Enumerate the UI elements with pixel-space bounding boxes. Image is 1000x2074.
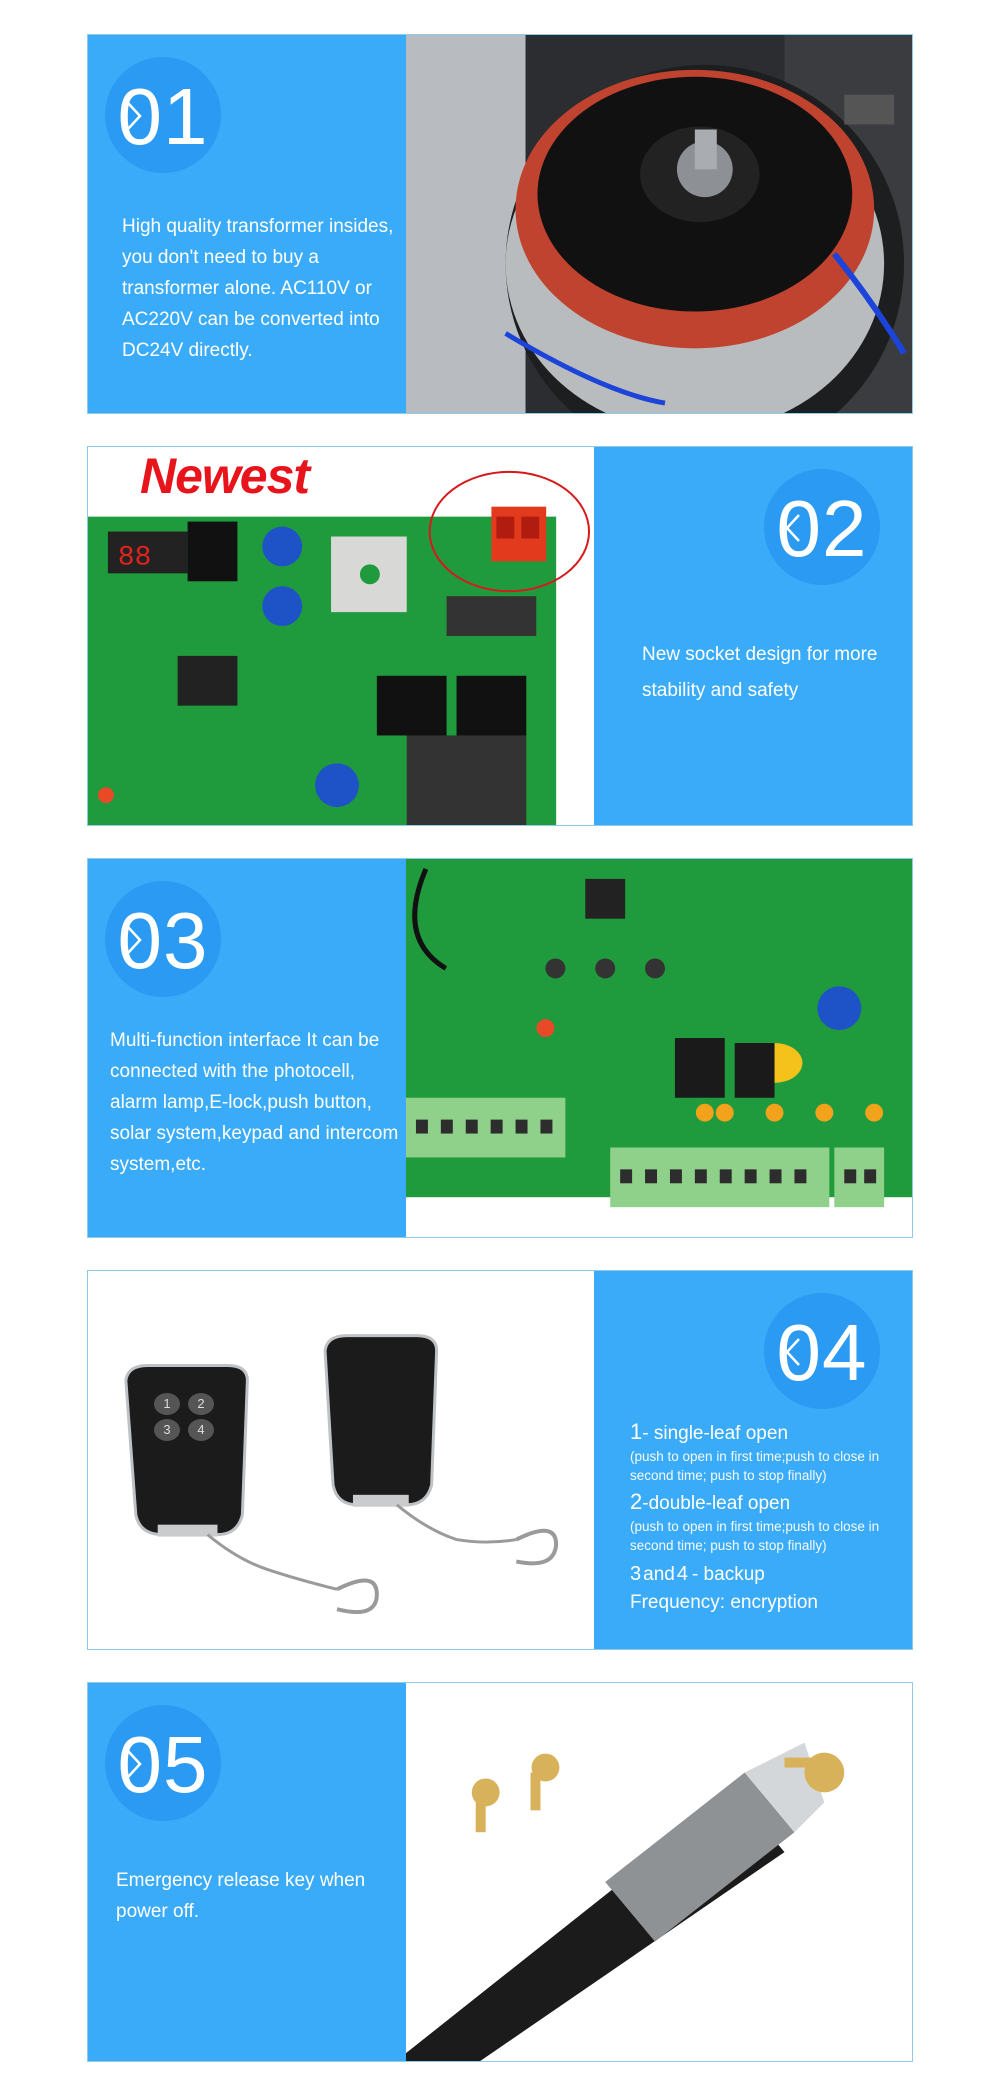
release-key-image bbox=[406, 1683, 912, 2061]
section-number: 03 bbox=[117, 896, 209, 985]
mode-item-note: (push to open in first time;push to clos… bbox=[630, 1449, 880, 1483]
section-number: 01 bbox=[117, 72, 209, 161]
control-board-image: 88 Newest bbox=[88, 447, 594, 825]
feature-description: Emergency release key when power off. bbox=[116, 1870, 366, 1922]
chevron-right-icon bbox=[127, 1750, 142, 1778]
feature-card-05: 05 Emergency release key when power off. bbox=[87, 1682, 913, 2062]
chevron-left-icon bbox=[785, 514, 800, 542]
remote-button: 1 bbox=[154, 1393, 180, 1415]
number-badge-04: 04 bbox=[764, 1293, 880, 1409]
chevron-right-icon bbox=[127, 102, 142, 130]
frequency-text: Frequency: encryption bbox=[630, 1592, 818, 1613]
feature-card-04: 1 2 3 4 04 1- single-leaf open (push to … bbox=[87, 1270, 913, 1650]
feature-panel-01: 01 High quality transformer insides, you… bbox=[88, 35, 406, 413]
feature-card-02: 88 Newest 02 New socket design for more … bbox=[87, 446, 913, 826]
mode-list: 1- single-leaf open (push to open in fir… bbox=[630, 1419, 900, 1616]
mode-item-note: (push to open in first time;push to clos… bbox=[630, 1519, 880, 1553]
feature-description: New socket design for more stability and… bbox=[642, 644, 878, 701]
number-badge-02: 02 bbox=[764, 469, 880, 585]
feature-panel-05: 05 Emergency release key when power off. bbox=[88, 1683, 406, 2061]
feature-panel-03: 03 Multi-function interface It can be co… bbox=[88, 859, 406, 1237]
number-badge-05: 05 bbox=[105, 1705, 221, 1821]
feature-description: Multi-function interface It can be conne… bbox=[110, 1030, 399, 1175]
section-number: 02 bbox=[776, 484, 868, 573]
feature-panel-02: 02 New socket design for more stability … bbox=[594, 447, 912, 825]
mode-item-single-leaf: 1- single-leaf open bbox=[630, 1419, 789, 1444]
mode-item-double-leaf: 2-double-leaf open bbox=[630, 1489, 791, 1514]
feature-card-03: 03 Multi-function interface It can be co… bbox=[87, 858, 913, 1238]
number-badge-01: 01 bbox=[105, 57, 221, 173]
svg-text:88: 88 bbox=[118, 542, 151, 573]
interface-board-image bbox=[406, 859, 912, 1237]
remote-button: 4 bbox=[188, 1419, 214, 1441]
section-number: 04 bbox=[776, 1308, 868, 1397]
transformer-image bbox=[406, 35, 912, 413]
remote-controls-image: 1 2 3 4 bbox=[88, 1271, 594, 1649]
chevron-right-icon bbox=[127, 926, 142, 954]
section-number: 05 bbox=[117, 1720, 209, 1809]
feature-description: High quality transformer insides, you do… bbox=[122, 216, 394, 361]
chevron-left-icon bbox=[785, 1338, 800, 1366]
remote-button: 3 bbox=[154, 1419, 180, 1441]
feature-card-01: 01 High quality transformer insides, you… bbox=[87, 34, 913, 414]
feature-panel-04: 04 1- single-leaf open (push to open in … bbox=[594, 1271, 912, 1649]
newest-label: Newest bbox=[140, 448, 310, 504]
remote-button: 2 bbox=[188, 1393, 214, 1415]
number-badge-03: 03 bbox=[105, 881, 221, 997]
